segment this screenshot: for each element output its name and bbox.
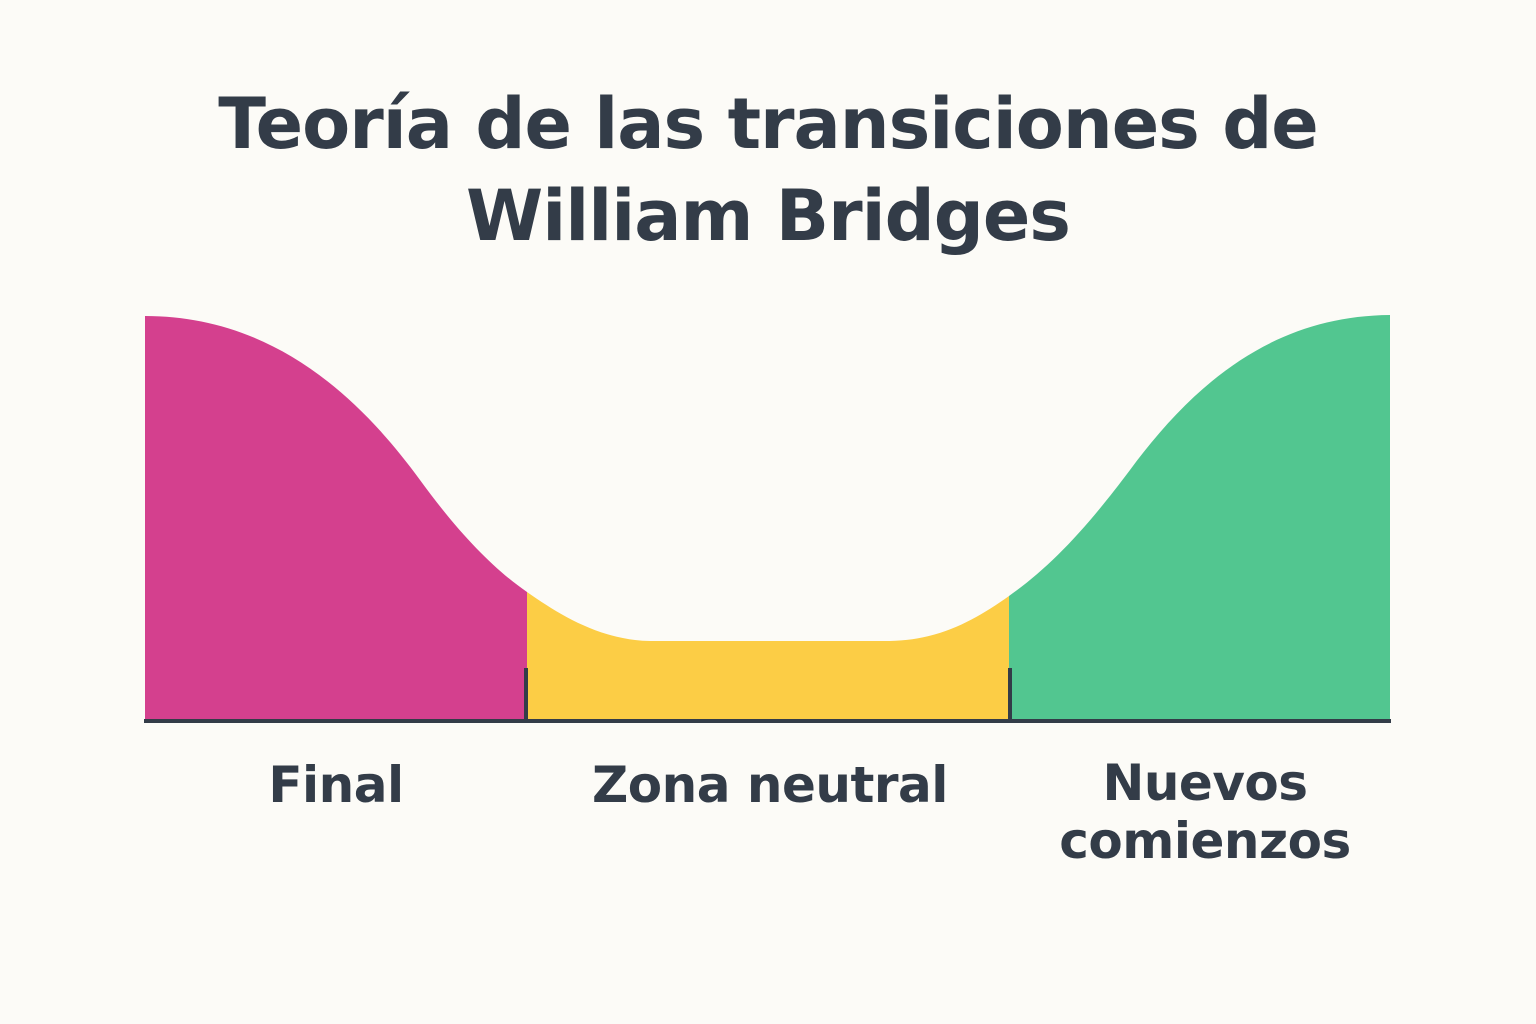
title-line-2: William Bridges (466, 175, 1071, 257)
diagram-title: Teoría de las transiciones de William Br… (0, 78, 1536, 262)
title-line-1: Teoría de las transiciones de (218, 83, 1319, 165)
region-final (145, 316, 527, 721)
label-new-beginnings: Nuevos comienzos (1030, 754, 1380, 870)
label-new-beginnings-line-2: comienzos (1059, 812, 1351, 870)
region-new-beginnings (1009, 315, 1390, 721)
label-new-beginnings-line-1: Nuevos (1102, 754, 1308, 812)
region-neutral-zone (527, 592, 1009, 721)
label-neutral-zone: Zona neutral (592, 756, 948, 814)
label-final: Final (268, 756, 404, 814)
